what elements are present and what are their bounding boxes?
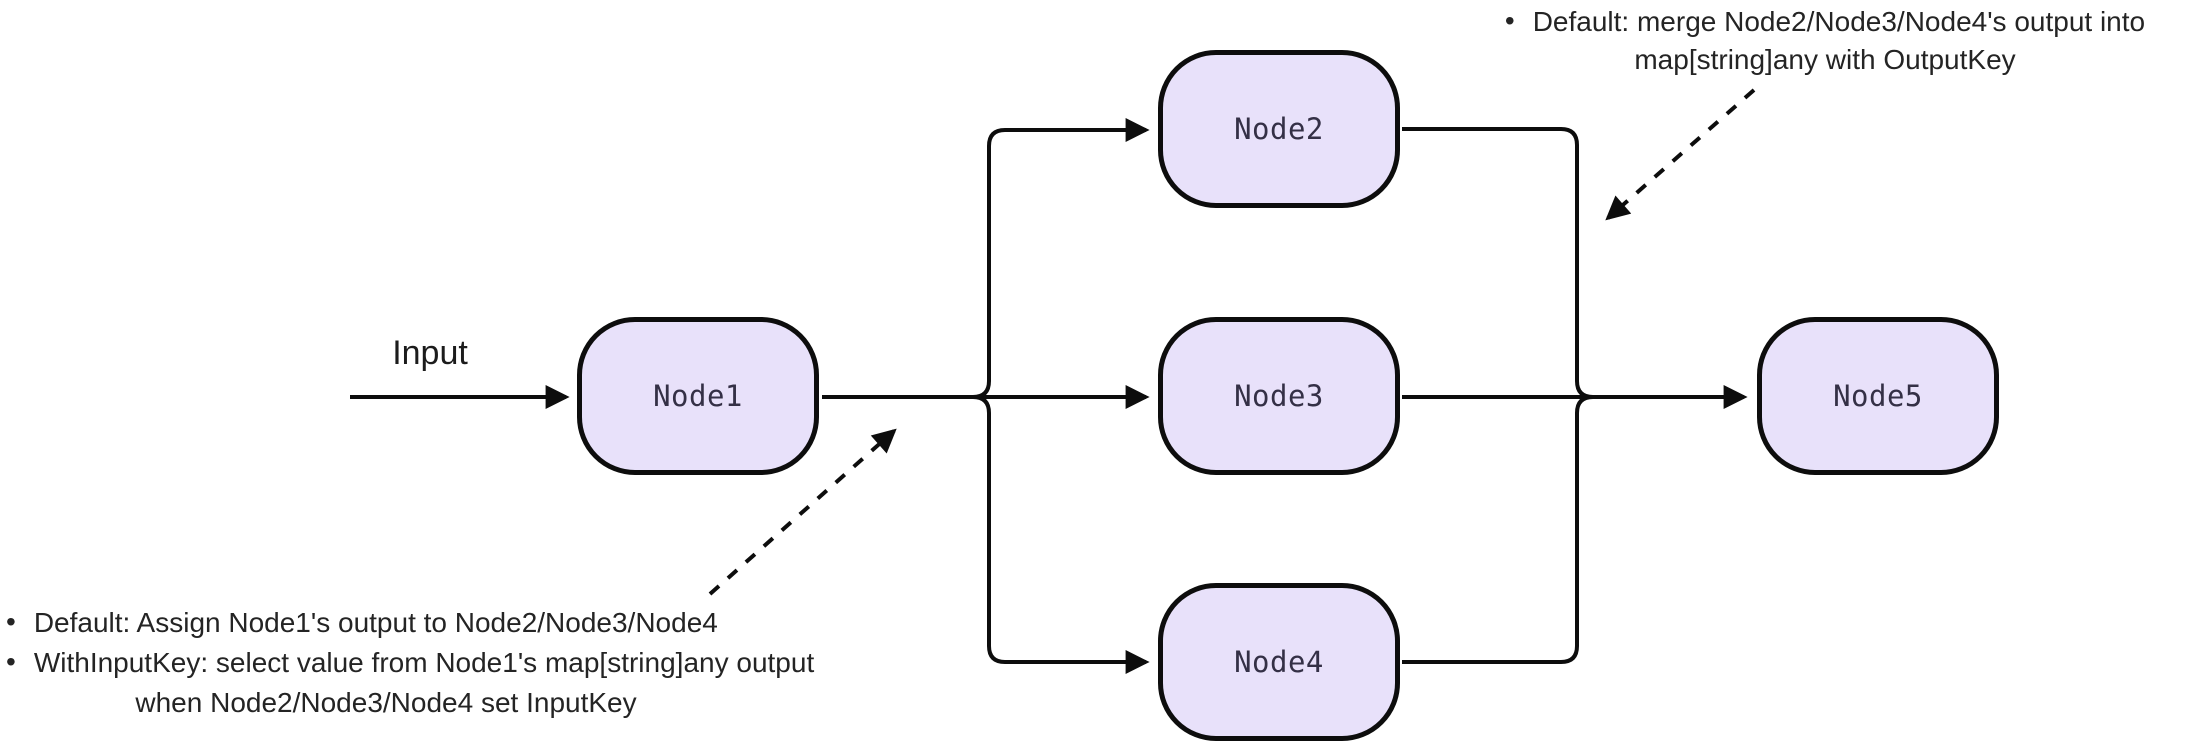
edge-branch-to-node4 <box>972 395 1150 674</box>
bullet-icon: • <box>1504 5 1515 36</box>
annotation-text: WithInputKey: select value from Node1's … <box>33 647 815 678</box>
annotation-text: Default: Assign Node1's output to Node2/… <box>33 607 718 638</box>
bullet-icon: • <box>6 606 16 637</box>
bullet-icon: • <box>6 646 16 677</box>
node-node5: Node5 <box>1757 317 1999 475</box>
node3-label: Node3 <box>1234 379 1324 413</box>
node5-label: Node5 <box>1833 379 1923 413</box>
annotation-line: • Default: merge Node2/Node3/Node4's outp… <box>1430 3 2200 41</box>
node-node4: Node4 <box>1158 583 1400 741</box>
node-node3: Node3 <box>1158 317 1400 475</box>
dashed-arrow-merge-note <box>1605 88 1756 221</box>
node2-label: Node2 <box>1234 112 1324 146</box>
edge-node2-to-merge <box>1402 127 1594 399</box>
node4-label: Node4 <box>1234 645 1324 679</box>
node-node2: Node2 <box>1158 50 1400 208</box>
annotation-line: map[string]any with OutputKey <box>1430 41 2200 79</box>
annotation-assign-note: • Default: Assign Node1's output to Node2… <box>6 603 906 723</box>
annotation-line: when Node2/Node3/Node4 set InputKey <box>6 683 766 723</box>
annotation-text: when Node2/Node3/Node4 set InputKey <box>135 687 637 718</box>
edge-node4-to-merge <box>1402 395 1594 664</box>
edge-branch-to-node2 <box>972 118 1150 399</box>
annotation-text: map[string]any with OutputKey <box>1634 44 2016 75</box>
annotation-text: Default: merge Node2/Node3/Node4's outpu… <box>1532 6 2146 37</box>
node1-label: Node1 <box>653 379 743 413</box>
annotation-line: • Default: Assign Node1's output to Node2… <box>6 603 906 643</box>
node-node1: Node1 <box>577 317 819 475</box>
annotation-line: • WithInputKey: select value from Node1's… <box>6 643 906 683</box>
annotation-merge-note: • Default: merge Node2/Node3/Node4's outp… <box>1430 3 2200 79</box>
input-edge-label: Input <box>392 334 468 372</box>
dashed-arrow-branch-note <box>708 428 897 596</box>
